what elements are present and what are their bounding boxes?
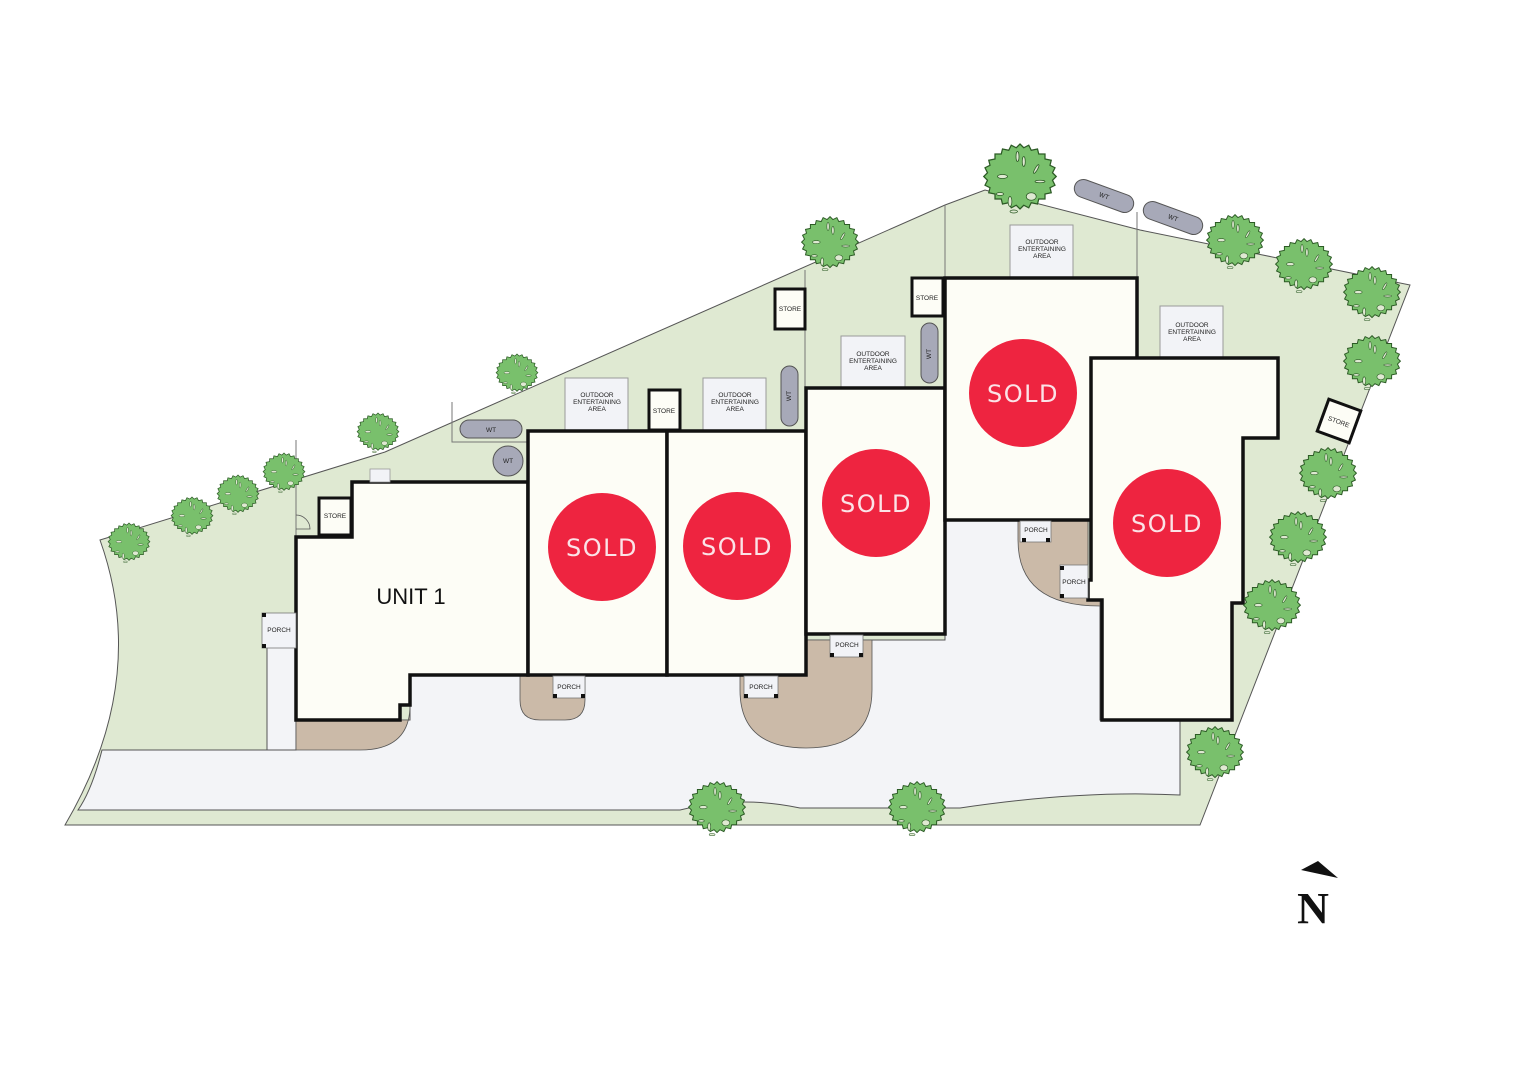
sold-label: SOLD bbox=[840, 490, 912, 518]
water-tanks: WT WT WT WT WT WT bbox=[459, 178, 1204, 477]
stores: STORE STORE STORE STORE STORE bbox=[317, 276, 1363, 537]
sold-label: SOLD bbox=[987, 380, 1059, 408]
svg-text:OUTDOOR: OUTDOOR bbox=[580, 392, 614, 399]
svg-text:OUTDOOR: OUTDOOR bbox=[1175, 322, 1209, 329]
unit-4[interactable]: SOLD bbox=[804, 386, 947, 636]
svg-text:AREA: AREA bbox=[726, 406, 744, 413]
svg-text:AREA: AREA bbox=[1033, 253, 1051, 260]
svg-text:PORCH: PORCH bbox=[835, 642, 859, 649]
sold-badge bbox=[822, 449, 930, 557]
svg-text:WT: WT bbox=[926, 349, 933, 359]
unit-1[interactable]: UNIT 1 bbox=[294, 468, 530, 722]
tree-icon bbox=[688, 781, 746, 837]
svg-text:WT: WT bbox=[503, 458, 513, 465]
svg-text:STORE: STORE bbox=[916, 295, 939, 302]
svg-text:ENTERTAINING: ENTERTAINING bbox=[1018, 246, 1066, 253]
unit-6[interactable]: SOLD bbox=[1086, 356, 1280, 722]
svg-text:STORE: STORE bbox=[779, 306, 802, 313]
svg-text:WT: WT bbox=[1098, 191, 1110, 201]
unit-1-label: UNIT 1 bbox=[376, 584, 445, 609]
svg-text:ENTERTAINING: ENTERTAINING bbox=[1168, 329, 1216, 336]
svg-text:STORE: STORE bbox=[324, 513, 347, 520]
sold-badge bbox=[1113, 469, 1221, 577]
svg-text:AREA: AREA bbox=[864, 365, 882, 372]
tree-icon bbox=[356, 412, 400, 454]
tree-icon bbox=[888, 781, 946, 837]
svg-text:ENTERTAINING: ENTERTAINING bbox=[849, 358, 897, 365]
sold-label: SOLD bbox=[701, 533, 773, 561]
svg-text:ENTERTAINING: ENTERTAINING bbox=[711, 399, 759, 406]
north-arrow: N bbox=[1297, 861, 1338, 933]
svg-text:OUTDOOR: OUTDOOR bbox=[718, 392, 752, 399]
paving-unit3-4 bbox=[739, 639, 873, 749]
svg-text:PORCH: PORCH bbox=[749, 684, 773, 691]
sold-badge bbox=[683, 492, 791, 600]
unit-1-step bbox=[369, 468, 391, 483]
sold-label: SOLD bbox=[566, 534, 638, 562]
svg-text:AREA: AREA bbox=[1183, 336, 1201, 343]
porches: PORCH PORCH PORCH PORCH PORCH PORCH bbox=[261, 520, 1089, 699]
svg-text:PORCH: PORCH bbox=[1024, 527, 1048, 534]
svg-text:OUTDOOR: OUTDOOR bbox=[856, 351, 890, 358]
door-swing-icon bbox=[295, 514, 311, 530]
svg-text:STORE: STORE bbox=[653, 408, 676, 415]
svg-text:PORCH: PORCH bbox=[1062, 579, 1086, 586]
unit-2[interactable]: SOLD bbox=[526, 429, 669, 677]
svg-text:OUTDOOR: OUTDOOR bbox=[1025, 239, 1059, 246]
sold-label: SOLD bbox=[1131, 510, 1203, 538]
north-arrow-icon bbox=[1301, 861, 1338, 878]
svg-text:WT: WT bbox=[786, 391, 793, 401]
sold-badge bbox=[548, 493, 656, 601]
svg-text:WT: WT bbox=[1167, 213, 1179, 223]
svg-text:PORCH: PORCH bbox=[267, 627, 291, 634]
svg-text:PORCH: PORCH bbox=[557, 684, 581, 691]
north-label: N bbox=[1297, 884, 1329, 933]
svg-text:AREA: AREA bbox=[588, 406, 606, 413]
svg-text:ENTERTAINING: ENTERTAINING bbox=[573, 399, 621, 406]
svg-text:WT: WT bbox=[486, 427, 496, 434]
unit-3[interactable]: SOLD bbox=[665, 429, 808, 677]
sold-badge bbox=[969, 339, 1077, 447]
side-path bbox=[266, 644, 297, 751]
